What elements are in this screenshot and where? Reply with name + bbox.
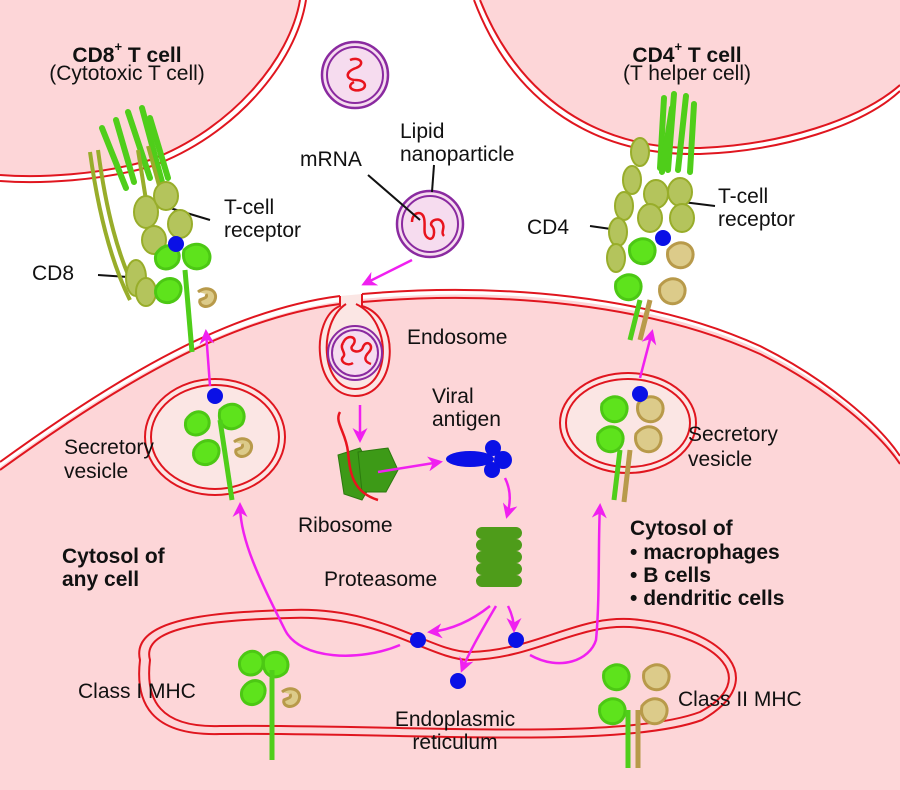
arrow-lnp-to-cell (361, 258, 413, 286)
cd4-antigen (655, 230, 671, 246)
viral-antigen-label-line2: antigen (432, 408, 501, 431)
tcr-right-label-line2: receptor (718, 208, 796, 231)
peptide-1 (410, 632, 426, 648)
mrna-pointer (367, 174, 421, 221)
cytosol-apc-title: Cytosol of (630, 517, 733, 540)
arrow-proteasome-to-peptide-3 (506, 605, 522, 633)
arrow-antigen-to-proteasome (502, 477, 518, 519)
cytosol-any-label-line1: Cytosol of (62, 545, 165, 568)
ribosome-label: Ribosome (298, 514, 393, 537)
arrow-proteasome-to-peptide-1 (427, 605, 491, 639)
cd8-antigen (168, 236, 184, 252)
class-2-mhc (598, 663, 671, 768)
endoplasmic-reticulum (138, 608, 737, 739)
arrow-vesicle-right-to-surface (638, 329, 657, 379)
tcr-right-label-line1: T-cell (718, 185, 769, 208)
arrow-vesicle-left-to-surface (199, 329, 215, 387)
peptide-2 (450, 673, 466, 689)
secretory-vesicle-right-label-line2: vesicle (688, 448, 753, 471)
lipid-nanoparticle-free (320, 40, 390, 110)
cytosol-any-label-line2: any cell (62, 568, 140, 591)
endosome-label: Endosome (407, 326, 508, 349)
tcr-left-label-line2: receptor (224, 219, 302, 242)
host-cell-membrane-outer (0, 288, 900, 463)
host-cell-membrane-inner (0, 296, 900, 471)
proteasome (476, 527, 522, 587)
viral-antigen-label-line1: Viral (432, 385, 474, 408)
secretory-vesicle-right (559, 372, 697, 503)
lnp-label-line2: nanoparticle (400, 143, 515, 166)
ribosome (337, 411, 399, 502)
arrow-ribosome-to-antigen (377, 456, 443, 474)
lnp-label-line1: Lipid (400, 120, 445, 143)
arrow-proteasome-to-peptide-2 (459, 605, 498, 673)
endosome-mrna (340, 335, 373, 366)
class-2-mhc-label: Class II MHC (678, 688, 802, 711)
cytosol-apc-item: dendritic cells (630, 587, 784, 610)
cd8-label: CD8 (32, 262, 75, 285)
viral-antigen (446, 440, 512, 478)
secretory-vesicle-left (144, 378, 286, 501)
cytosol-apc-list: macrophages B cells dendritic cells (630, 541, 784, 610)
peptide-3 (508, 632, 524, 648)
proteasome-label: Proteasome (324, 568, 438, 591)
lnp-pointer (431, 164, 435, 193)
cd4-tcr-complex (606, 91, 697, 341)
mrna-label: mRNA (300, 148, 362, 171)
cd8-tcell-title: CD8+ T cell (72, 39, 182, 67)
cytosol-apc-item: B cells (630, 564, 784, 587)
secretory-vesicle-right-label-line1: Secretory (688, 423, 778, 446)
cytosol-apc-item: macrophages (630, 541, 784, 564)
class-1-mhc (238, 649, 301, 760)
class-1-mhc-label: Class I MHC (78, 680, 196, 703)
endosome (318, 294, 391, 398)
cd8-pointer (97, 274, 129, 278)
secretory-vesicle-left-label-line1: Secretory (64, 436, 154, 459)
cd4-label: CD4 (527, 216, 570, 239)
arrow-peptide-to-class1 (232, 502, 401, 657)
cd8-tcr-complex (88, 105, 217, 353)
er-label-line1: Endoplasmic (394, 708, 516, 731)
tcr-left-label-line1: T-cell (224, 196, 275, 219)
arrow-peptide-to-class2 (529, 503, 607, 665)
cd8-tcell-subtitle: (Cytotoxic T cell) (49, 62, 205, 85)
cd4-tcell-title: CD4+ T cell (632, 39, 742, 67)
ribosome-mrna (337, 411, 379, 502)
secretory-vesicle-left-label-line2: vesicle (64, 460, 129, 483)
cd4-tcell-subtitle: (T helper cell) (623, 62, 751, 85)
er-label-line2: reticulum (412, 731, 498, 754)
lipid-nanoparticle (395, 189, 465, 259)
